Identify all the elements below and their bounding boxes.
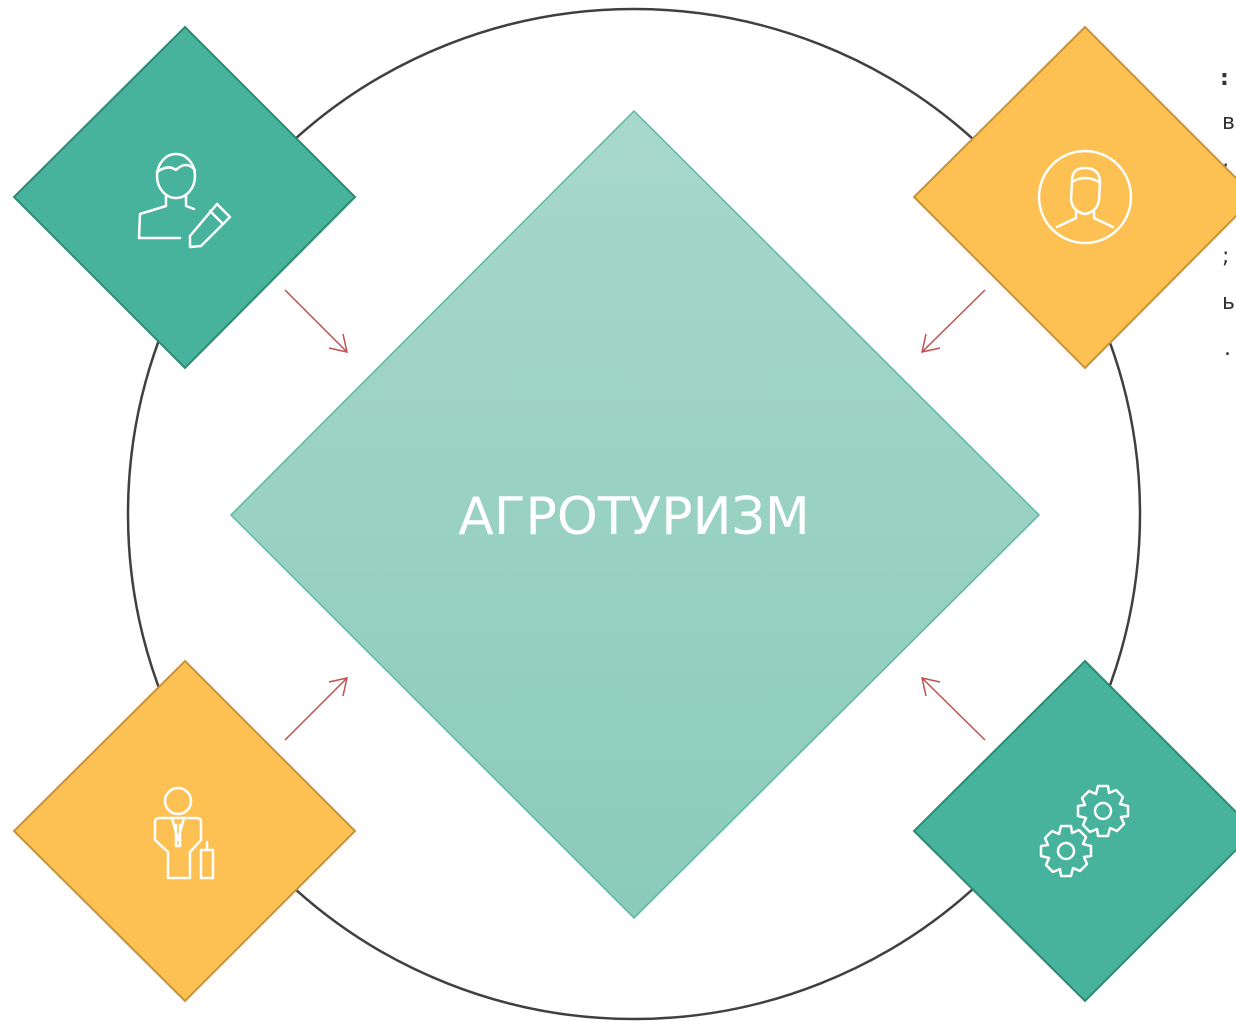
arrows <box>284 289 986 741</box>
center-diamond <box>229 109 1041 920</box>
text-fragment: ; <box>1222 244 1230 269</box>
businessman-chart-icon <box>153 786 215 880</box>
arrow-bottom-right <box>921 677 986 741</box>
text-fragment: : <box>1220 66 1229 91</box>
arrow-top-left <box>284 289 348 353</box>
outer-circle <box>126 7 1142 1021</box>
arrow-top-right <box>921 289 986 353</box>
arrow-bottom-left <box>284 677 348 741</box>
node-bottom-left-diamond <box>12 659 357 1003</box>
center-label: АГРОТУРИЗМ <box>458 487 809 547</box>
text-fragment: ь <box>1222 290 1235 315</box>
text-fragment: в <box>1222 110 1235 135</box>
node-top-left-diamond <box>12 25 357 370</box>
gears-icon <box>1039 784 1130 878</box>
person-pen-icon <box>137 152 232 249</box>
node-top-right-diamond <box>912 25 1236 370</box>
text-fragment: . <box>1224 336 1231 361</box>
user-circle-icon <box>1037 149 1133 245</box>
